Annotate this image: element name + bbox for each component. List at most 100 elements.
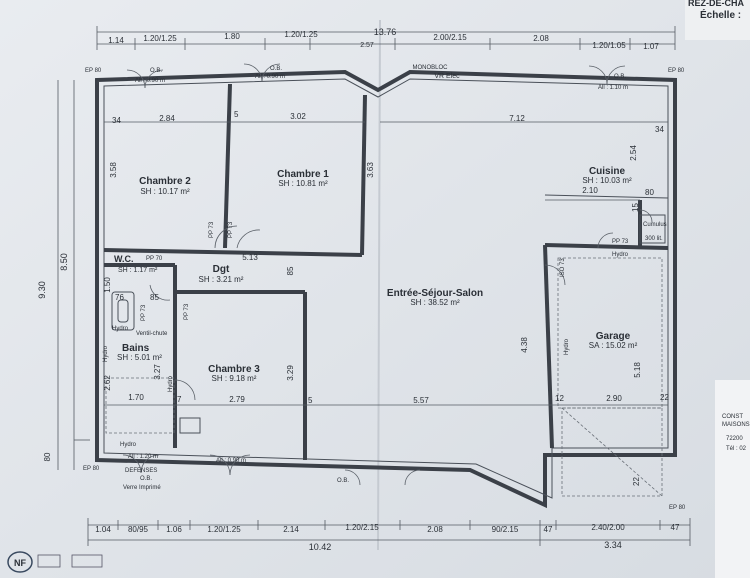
plan-title: REZ-DE-CHA <box>688 0 744 8</box>
label-hydro-1: Hydro <box>612 252 629 258</box>
label-monobloc: MONOBLOC <box>412 65 448 71</box>
label-pp73-5: PP 73 <box>141 304 147 321</box>
dim-284: 2.84 <box>159 114 175 123</box>
label-hydro-2: Hydro <box>112 326 129 332</box>
dim-150: 1.50 <box>103 277 112 293</box>
dim-262: 2.62 <box>103 375 112 391</box>
label-pp70: PP 70 <box>146 256 163 262</box>
room-garage-name: Garage <box>596 331 631 342</box>
scale-label: Échelle : <box>700 8 741 21</box>
label-hydro-6: Hydro <box>564 338 570 355</box>
dim-22-garage: 22 <box>632 477 641 486</box>
room-dgt-area: SH : 3.21 m² <box>199 275 244 284</box>
label-cumulus: Cumulus <box>643 222 667 228</box>
dim-34-left: 34 <box>112 116 121 125</box>
label-iso73: ISO 73 <box>560 258 566 277</box>
dim-top-5: 2.57 <box>360 42 374 49</box>
dim-5-b: 5 <box>308 396 313 405</box>
water-heater-icon <box>639 214 666 244</box>
page-fold <box>377 19 381 551</box>
dim-438: 4.38 <box>520 337 529 353</box>
bath-dashed-zone <box>105 377 175 434</box>
room-chambre2-area: SH : 10.17 m² <box>140 187 190 196</box>
dim-top-1: 1.14 <box>108 36 124 45</box>
dim-bottom-8: 90/2.15 <box>492 525 519 534</box>
dim-left-inner: 8.50 <box>59 253 69 271</box>
room-chambre1-name: Chambre 1 <box>277 169 329 180</box>
dim-76: 76 <box>115 293 124 302</box>
dim-bottom-total-left: 10.42 <box>309 542 332 552</box>
room-chambre2-name: Chambre 2 <box>139 176 191 187</box>
dim-557: 5.57 <box>413 396 429 405</box>
label-ep80-bl: EP 80 <box>83 466 100 472</box>
label-pp73-1: PP 73 <box>209 221 215 238</box>
label-ventil-chute: Ventil-chute <box>136 331 168 337</box>
bathtub-basin-icon <box>117 299 129 323</box>
dim-290: 2.90 <box>606 394 622 403</box>
annotations: MONOBLOC VR Elec O.B. O.B. O.B. All : 0.… <box>83 65 686 511</box>
bathtub-icon <box>111 291 135 331</box>
room-chambre1-area: SH : 10.81 m² <box>278 179 328 188</box>
interior-walls <box>103 83 669 460</box>
label-vr-elec: VR Elec <box>434 73 460 80</box>
dim-bottom-9: 47 <box>544 525 553 534</box>
inner-dimensions: 2.84 3.02 7.12 3.58 3.63 2.54 2.10 5.13 … <box>103 110 669 486</box>
bottom-dimensions <box>87 518 691 546</box>
interior-face <box>103 78 669 499</box>
dim-363: 3.63 <box>366 162 375 178</box>
dim-bottom-2: 80/95 <box>128 525 149 534</box>
label-ob-4: O.B. <box>140 476 152 482</box>
dim-327: 3.27 <box>153 364 162 380</box>
room-dgt-name: Dgt <box>213 264 230 275</box>
garage-door-diag <box>561 407 663 497</box>
label-ob-5: O.B. <box>337 478 349 484</box>
dim-bottom-5: 2.14 <box>283 525 299 534</box>
room-wc-name: W.C. <box>114 254 134 264</box>
label-ob-2: O.B. <box>270 66 282 72</box>
label-defenses: DEFENSES <box>125 468 157 474</box>
cert-logo <box>71 554 103 568</box>
dim-302: 3.02 <box>290 112 306 121</box>
exterior-wall <box>95 69 677 509</box>
dim-bottom-11: 47 <box>671 523 680 532</box>
label-ep80-tr: EP 80 <box>668 68 685 74</box>
room-chambre3-name: Chambre 3 <box>208 364 260 375</box>
top-dimensions <box>96 26 676 50</box>
dim-712: 7.12 <box>509 114 525 123</box>
room-bains-name: Bains <box>122 343 150 354</box>
dim-bottom-1: 1.04 <box>95 525 111 534</box>
svg-text:NF: NF <box>14 558 26 568</box>
dim-254: 2.54 <box>629 145 638 161</box>
hqe-logo <box>37 554 61 568</box>
label-all-090-1: All : 0.90 m <box>135 78 165 84</box>
label-all-090-2: All : 0.90 m <box>255 74 285 80</box>
dim-bottom-7: 2.08 <box>427 525 443 534</box>
dim-12: 12 <box>555 394 564 403</box>
garage-parking-outline <box>557 257 663 409</box>
dim-85: 85 <box>286 266 295 275</box>
room-sejour-name: Entrée-Séjour-Salon <box>387 288 483 299</box>
stamp-text: CONST MAISONS 72200 Tél : 02 <box>722 414 750 452</box>
dim-top-9: 1.07 <box>643 42 659 51</box>
dim-518: 5.18 <box>633 362 642 378</box>
dim-left-bottom: 80 <box>43 452 52 461</box>
dim-top-8: 1.20/1.05 <box>592 41 626 50</box>
stamp-line3: 72200 <box>726 436 743 442</box>
label-hydro-4: Hydro <box>168 375 174 392</box>
dim-bottom-10: 2.40/2.00 <box>591 523 625 532</box>
dim-34-right: 34 <box>655 125 664 134</box>
label-hydro-3: Hydro <box>103 345 109 362</box>
dim-85-bath: 85 <box>150 293 159 302</box>
stamp-line2: MAISONS <box>722 422 750 428</box>
room-cuisine-name: Cuisine <box>589 166 626 177</box>
label-verre-imprime: Verre Imprimé <box>123 485 161 491</box>
dim-left-total: 9.30 <box>37 281 47 299</box>
dim-329: 3.29 <box>286 365 295 381</box>
label-hydro-5: Hydro <box>120 442 137 448</box>
dim-15: 15 <box>631 203 640 212</box>
dim-5: 5 <box>234 110 239 119</box>
dim-bottom-6: 1.20/2.15 <box>345 523 379 532</box>
label-cumulus-vol: 300 lit. <box>645 236 663 242</box>
room-bains-area: SH : 5.01 m² <box>117 353 162 362</box>
